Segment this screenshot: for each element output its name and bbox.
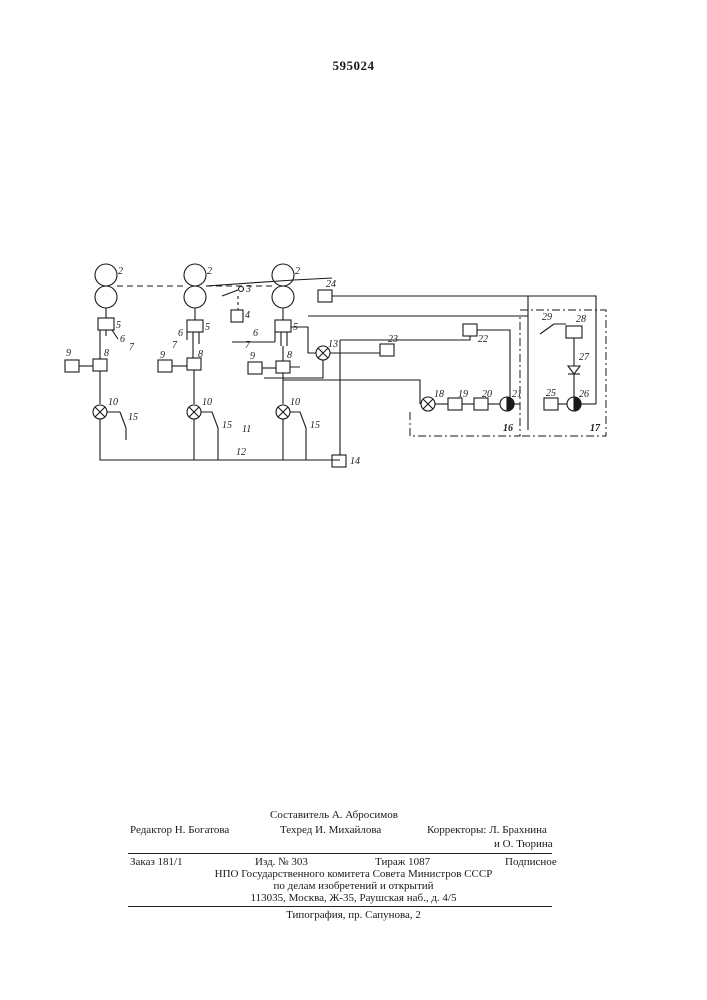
label-6b: 6 — [178, 328, 183, 339]
label-28: 28 — [576, 314, 586, 325]
label-9a: 9 — [66, 348, 71, 359]
label-15c: 15 — [310, 420, 320, 431]
printer-line: Типография, пр. Сапунова, 2 — [0, 909, 707, 921]
label-18: 18 — [434, 389, 444, 400]
label-24: 24 — [326, 279, 336, 290]
address-line: 113035, Москва, Ж-35, Раушская наб., д. … — [0, 892, 707, 904]
label-5c: 5 — [293, 322, 298, 333]
loop-17-frame — [520, 310, 606, 436]
label-27: 27 — [579, 352, 590, 363]
label-12: 12 — [236, 447, 246, 458]
label-13: 13 — [328, 339, 338, 350]
label-7a: 7 — [129, 342, 135, 353]
roll-stand-3 — [272, 264, 294, 308]
organization-line-1: НПО Государственного комитета Совета Мин… — [0, 868, 707, 880]
edition-number: Изд. № 303 — [255, 856, 308, 868]
label-7b: 7 — [172, 340, 178, 351]
label-16: 16 — [503, 423, 513, 434]
label-17: 17 — [590, 423, 601, 434]
organization-line-2: по делам изобретений и открытий — [0, 880, 707, 892]
order-number: Заказ 181/1 — [130, 856, 183, 868]
label-22: 22 — [478, 334, 488, 345]
label-25: 25 — [546, 388, 556, 399]
editor-line: Редактор Н. Богатова — [130, 824, 229, 836]
label-11: 11 — [242, 424, 251, 435]
circulation: Тираж 1087 — [375, 856, 430, 868]
label-10c: 10 — [290, 397, 300, 408]
label-5a: 5 — [116, 320, 121, 331]
label-15b: 15 — [222, 420, 232, 431]
compiler-line: Составитель А. Абросимов — [270, 809, 398, 821]
label-6a: 6 — [120, 334, 125, 345]
correctors-line-1: Корректоры: Л. Брахнина — [427, 824, 547, 836]
label-8a: 8 — [104, 348, 109, 359]
label-23: 23 — [388, 334, 398, 345]
subscription: Подписное — [505, 856, 557, 868]
label-4-top: 4 — [245, 310, 250, 321]
label-15a: 15 — [128, 412, 138, 423]
label-10a: 10 — [108, 397, 118, 408]
divider-bottom — [128, 906, 552, 907]
label-9c: 9 — [250, 351, 255, 362]
roll-stand-1 — [95, 264, 117, 308]
label-roll-3: 2 — [295, 266, 300, 277]
label-20: 20 — [482, 389, 492, 400]
label-10b: 10 — [202, 397, 212, 408]
roll-stand-2 — [184, 264, 206, 308]
correctors-line-2: и О. Тюрина — [494, 838, 553, 850]
label-9b: 9 — [160, 350, 165, 361]
label-3: 3 — [245, 284, 251, 295]
label-5b: 5 — [205, 322, 210, 333]
circuit-schematic: 2 2 2 3 24 5 5 5 6 6 6 7 7 7 4 8 8 8 9 9… — [0, 0, 707, 520]
label-26: 26 — [579, 389, 589, 400]
divider-top — [128, 853, 552, 854]
label-21: 21 — [512, 389, 522, 400]
loop-16-frame — [410, 316, 520, 436]
techred-line: Техред И. Михайлова — [280, 824, 381, 836]
label-29: 29 — [542, 312, 552, 323]
label-19: 19 — [458, 389, 468, 400]
label-roll-2: 2 — [207, 266, 212, 277]
label-14: 14 — [350, 456, 360, 467]
label-8c: 8 — [287, 350, 292, 361]
label-6c: 6 — [253, 328, 258, 339]
label-8b: 8 — [198, 349, 203, 360]
label-roll-1: 2 — [118, 266, 123, 277]
